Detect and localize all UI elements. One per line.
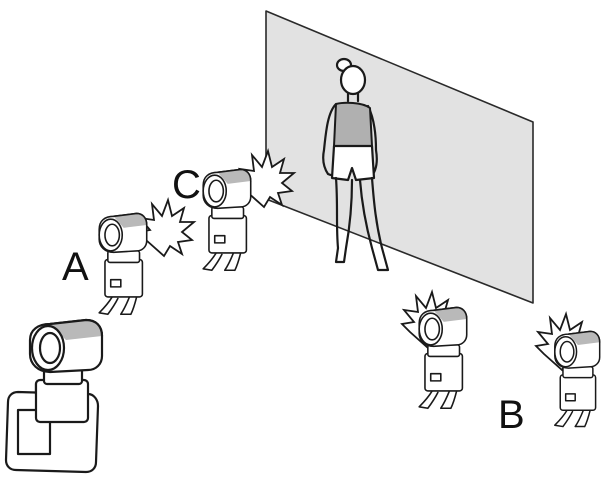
flash-unit-c	[203, 169, 251, 270]
flash-unit-b-back	[555, 331, 600, 426]
flash-unit-b-front	[419, 307, 467, 408]
label-c: C	[172, 163, 201, 207]
label-a: A	[62, 245, 89, 289]
label-b: B	[498, 393, 525, 437]
backdrop-wall	[266, 11, 533, 303]
flash-unit-a	[99, 213, 147, 314]
